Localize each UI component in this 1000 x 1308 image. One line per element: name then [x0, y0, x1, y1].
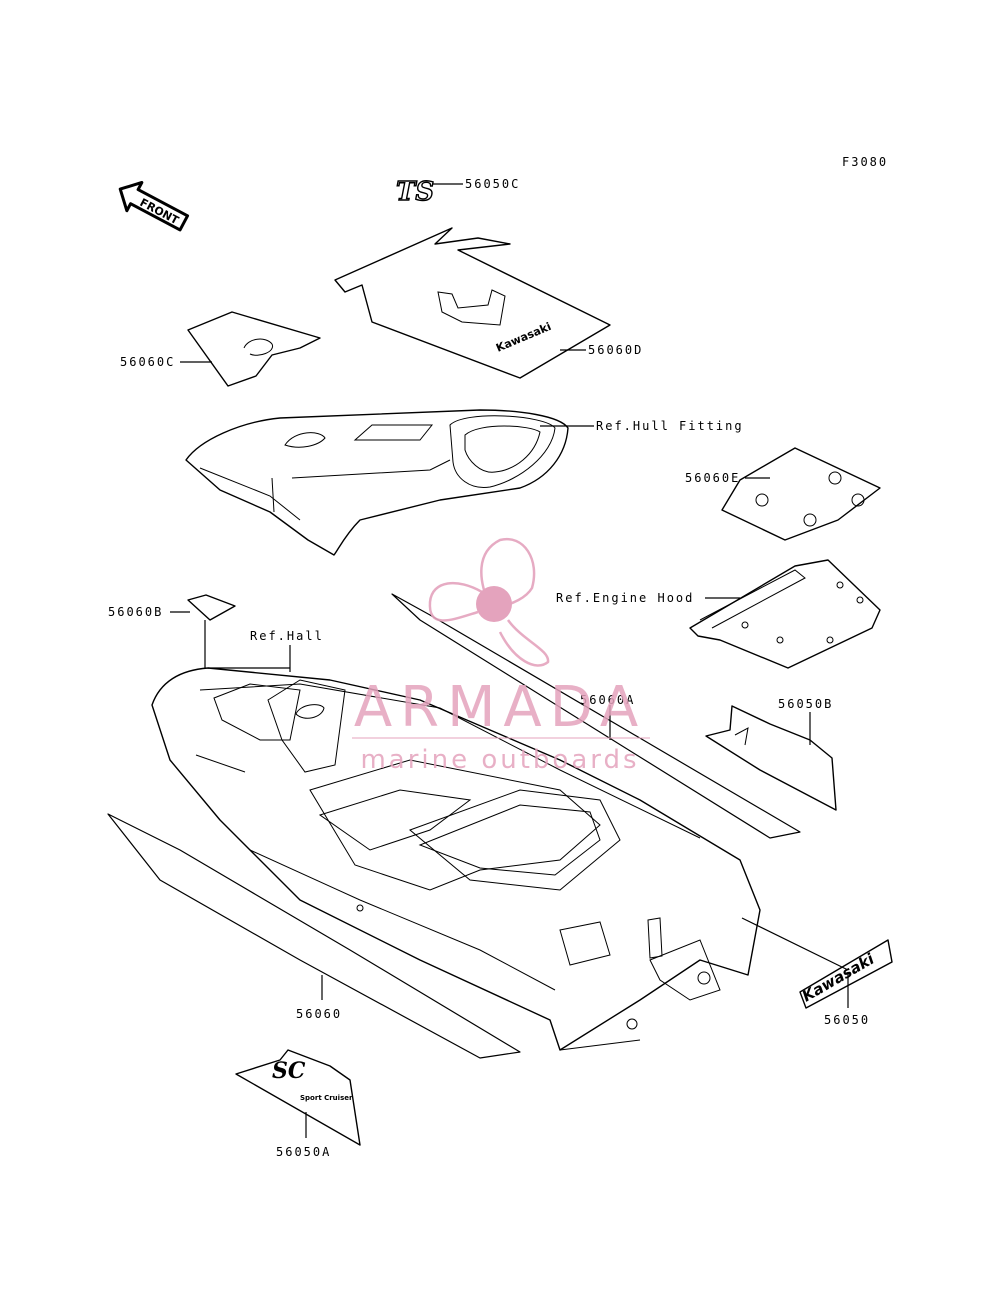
label-56060E: 56060E [685, 471, 740, 485]
label-56060: 56060 [296, 1007, 342, 1021]
sport-cruiser-decal-text: Sport Cruiser [300, 1094, 353, 1102]
decal-56060E [721, 447, 881, 541]
leader-line-56050-a [741, 917, 849, 971]
decal-56050: Kawasaki [799, 939, 893, 1009]
front-arrow-icon: FRONT [118, 180, 190, 232]
engine-hood-part [689, 559, 881, 669]
hull-fitting-part [185, 409, 569, 556]
decal-56060B [187, 594, 236, 621]
label-ref-hull: Ref.Hall [250, 629, 324, 643]
decal-56050C: TS [395, 176, 435, 207]
sc-logo-decal: SC [272, 1058, 306, 1084]
decal-56060D: Kawasaki [334, 227, 611, 379]
label-56060C: 56060C [120, 355, 175, 369]
propeller-logo-icon [428, 537, 550, 667]
kawasaki-logo-decal: Kawasaki [799, 950, 878, 1006]
stripe-decal-56060A [391, 593, 801, 839]
figure-code: F3080 [842, 155, 888, 169]
armada-watermark: ARMADA marine outboards [352, 537, 650, 775]
watermark-subtitle: marine outboards [360, 745, 639, 775]
label-56050: 56050 [824, 1013, 870, 1027]
label-ref-engine-hood: Ref.Engine Hood [556, 591, 694, 605]
hull-body-part [151, 667, 761, 1051]
label-56060A: 56060A [580, 693, 635, 707]
propeller-hub-icon [476, 586, 512, 622]
decal-56060C [187, 311, 321, 387]
watermark-title: ARMADA [354, 675, 646, 740]
label-56050A: 56050A [276, 1145, 331, 1159]
decal-56050A: SC Sport Cruiser [235, 1049, 361, 1146]
ts-logo-decal: TS [396, 177, 434, 207]
label-ref-hull-fitting: Ref.Hull Fitting [596, 419, 744, 433]
stripe-decal-56060 [107, 813, 521, 1059]
label-56050B: 56050B [778, 697, 833, 711]
label-56060B: 56060B [108, 605, 163, 619]
label-56060D: 56060D [588, 343, 643, 357]
label-56050C: 56050C [465, 177, 520, 191]
